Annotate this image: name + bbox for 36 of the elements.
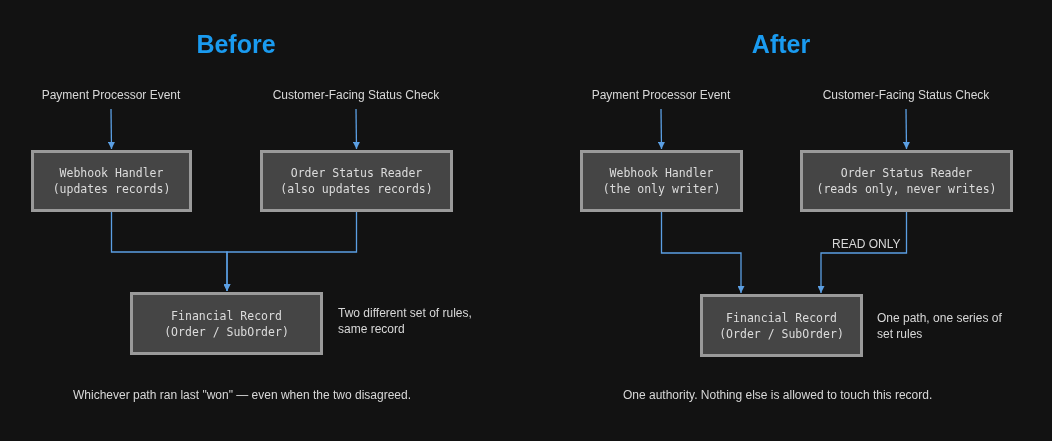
connector-arrow: [107, 108, 115, 150]
source-label: Customer-Facing Status Check: [272, 87, 440, 103]
footnote: One authority. Nothing else is allowed to touch this record.: [623, 388, 933, 402]
connector-arrow: [657, 108, 665, 150]
box-title: Financial Record: [171, 307, 282, 324]
connector-arrow: [352, 108, 360, 150]
box-subtitle: (reads only, never writes): [816, 181, 997, 197]
box-title: Financial Record: [726, 309, 837, 326]
box-subtitle: (Order / SubOrder): [164, 323, 289, 340]
edge-label: READ ONLY: [830, 237, 903, 251]
process-box: [700, 294, 863, 357]
source-label: Payment Processor Event: [591, 87, 731, 103]
side-note: One path, one series of set rules: [877, 310, 1003, 342]
connector-arrow: [817, 211, 908, 294]
box-title: Order Status Reader: [290, 165, 423, 181]
connector-arrow: [223, 211, 358, 292]
panel-heading: Before: [196, 30, 276, 59]
box-subtitle: (also updates records): [280, 181, 433, 197]
process-box: [130, 292, 323, 355]
panel-heading: After: [751, 30, 811, 59]
connector-arrow: [660, 211, 745, 294]
process-box: [580, 150, 743, 212]
process-box: [260, 150, 453, 212]
process-box: [800, 150, 1013, 212]
box-title: Webhook Handler: [59, 165, 164, 181]
box-title: Order Status Reader: [840, 165, 973, 181]
footnote: Whichever path ran last "won" — even when the two disagreed.: [73, 388, 412, 402]
source-label: Customer-Facing Status Check: [822, 87, 990, 103]
box-subtitle: (Order / SubOrder): [719, 325, 844, 342]
connector-arrow: [902, 108, 910, 150]
box-subtitle: (the only writer): [602, 181, 721, 197]
side-note: Two different set of rules, same record: [338, 305, 473, 337]
source-label: Payment Processor Event: [41, 87, 181, 103]
box-title: Webhook Handler: [609, 165, 714, 181]
process-box: [31, 150, 192, 212]
box-subtitle: (updates records): [52, 181, 171, 197]
